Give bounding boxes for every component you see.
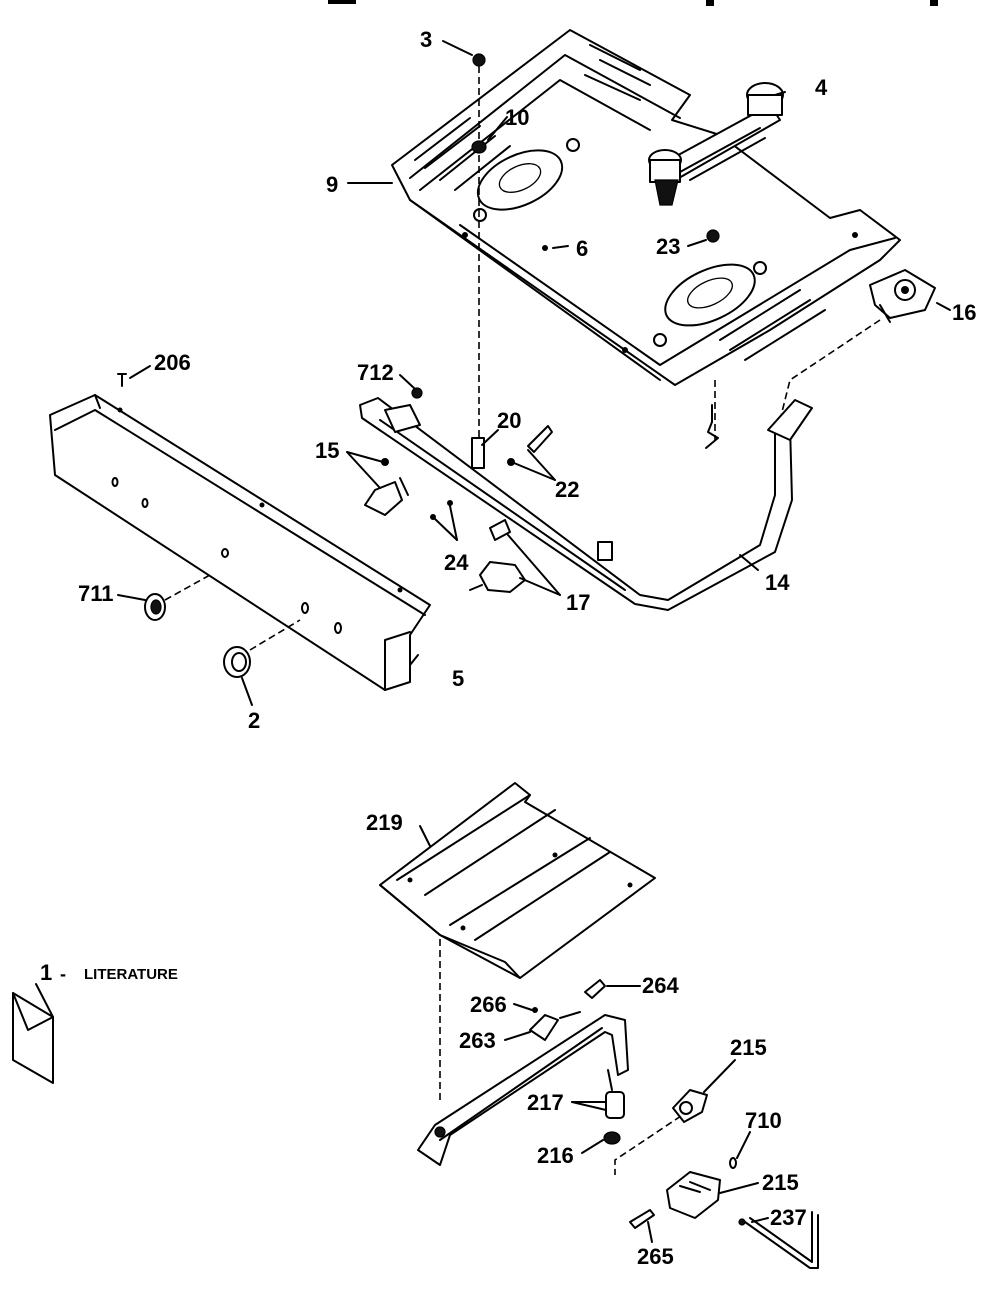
orifice-24 [430,500,453,520]
literature-envelope [12,992,54,1084]
oven-burner-tube [417,1014,629,1166]
screw-264 [584,979,606,999]
valve-15 [364,458,409,516]
orifice-20 [471,437,485,469]
orifice-holder-16 [869,269,936,323]
callout-710: 710 [745,1108,782,1133]
screw-712 [411,387,423,399]
orifice-hood-217 [605,1069,625,1119]
clip-710 [729,1157,737,1169]
top-edge-mark [706,0,714,6]
callout-10: 10 [505,105,529,130]
callout-219: 219 [366,810,403,835]
callout-6: 6 [576,236,588,261]
callout-265: 265 [637,1244,674,1269]
screw-23 [706,229,720,243]
callout-2: 2 [248,708,260,733]
callout-263: 263 [459,1028,496,1053]
callout-215-lower: 215 [762,1170,799,1195]
callout-14: 14 [765,570,790,595]
igniter-263 [529,1011,581,1041]
callout-712: 712 [357,360,394,385]
callout-206: 206 [154,350,191,375]
callout-264: 264 [642,973,679,998]
callout-711: 711 [78,581,114,606]
knob-2 [223,619,301,678]
callout-266: 266 [470,992,507,1017]
nut-266 [532,1007,538,1013]
screw-265 [629,1209,655,1229]
callout-3: 3 [420,27,432,52]
clip [705,404,719,449]
screw-6 [542,245,548,251]
callout-labels: 3 4 10 9 6 23 16 206 712 15 20 22 24 17 … [40,27,976,1269]
callout-217: 217 [527,1090,564,1115]
callout-216: 216 [537,1143,574,1168]
assembly-line [614,1109,691,1175]
callout-15: 15 [315,438,339,463]
callout-16: 16 [952,300,976,325]
burner-baffle-219 [379,782,656,979]
knob-711 [144,574,211,621]
top-edge-mark [930,0,938,6]
burner-box-frame [391,29,901,386]
callout-17: 17 [566,590,590,615]
callout-24: 24 [444,550,469,575]
orifice-22 [507,425,553,466]
callout-22: 22 [555,477,579,502]
callout-237: 237 [770,1205,807,1230]
valve-17 [469,519,526,593]
manifold-pipe-14 [359,397,813,611]
tube-237 [738,1211,819,1269]
literature-label: LITERATURE [84,966,178,983]
callout-5: 5 [452,666,464,691]
callout-9: 9 [326,172,338,197]
callout-23: 23 [656,234,680,259]
callout-1: 1 [40,960,52,985]
screw-206 [117,373,127,387]
callout-20: 20 [497,408,521,433]
bracket-215-lower [666,1171,721,1219]
assembly-line [779,319,881,421]
screw-3 [472,53,486,67]
callout-215-upper: 215 [730,1035,767,1060]
leader-lines [35,40,951,1243]
callout-4: 4 [815,75,828,100]
washer-10 [471,140,487,154]
burner-valve-assembly [648,82,784,206]
callout-1-dash: - [60,964,66,984]
manifold-panel-5 [49,394,431,691]
bracket-215-upper [672,1089,708,1123]
washer-216 [603,1131,621,1145]
top-edge-mark [328,0,356,4]
